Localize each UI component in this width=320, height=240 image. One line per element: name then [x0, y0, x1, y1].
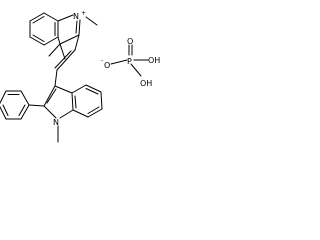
vinyl-linker: [54, 34, 80, 87]
bond: [57, 36, 61, 45]
indolium-nitrogen-label: N: [73, 12, 79, 21]
methyl-bond: [48, 43, 61, 57]
n-methyl-bond: [85, 16, 98, 26]
bond: [54, 69, 58, 87]
bond: [100, 91, 103, 110]
double-bond-inner: [54, 50, 72, 69]
phosphorus-label: P: [127, 57, 132, 66]
indolium-fused-benzene-ring: [29, 12, 59, 46]
indole-fused-benzene-ring: [71, 84, 103, 118]
bond-p-oh: [130, 63, 142, 77]
double-bond-inner: [74, 95, 77, 109]
bond: [43, 85, 56, 107]
chemical-structure-figure: N + N: [0, 0, 174, 178]
phosphate-charge-label: -: [101, 57, 103, 64]
phosphate-hydroxyl-label-top: OH: [148, 56, 160, 65]
bond: [0, 105, 7, 120]
double-bond-inner: [2, 104, 9, 116]
bond: [85, 84, 102, 93]
bond: [71, 92, 74, 111]
bond: [74, 34, 80, 51]
bond: [78, 19, 81, 36]
bond: [59, 109, 74, 119]
bond: [20, 104, 30, 120]
double-bond-inner: [87, 106, 100, 114]
phosphate-anion: [110, 44, 149, 77]
phosphate-double-oxygen-label: O: [127, 37, 133, 46]
bond: [72, 109, 89, 118]
indole-five-ring: [43, 85, 74, 143]
phenyl-ring: [0, 90, 45, 120]
bond-o-p: [110, 59, 128, 65]
bond: [43, 12, 59, 22]
bond: [43, 36, 59, 46]
double-bond-inner: [85, 88, 99, 95]
bond: [71, 84, 87, 94]
bond: [59, 34, 80, 45]
double-bond-c-n: [75, 20, 78, 34]
double-bond-inner: [32, 16, 45, 24]
double-bond-inner: [46, 88, 57, 104]
indolium-charge-label: +: [81, 10, 86, 17]
indolium-five-ring: [48, 14, 98, 60]
bond: [28, 104, 45, 107]
bond: [20, 90, 30, 106]
bond: [43, 105, 57, 119]
phosphate-oxygen-anion-label: O: [104, 61, 110, 70]
bond: [0, 90, 7, 105]
bond: [57, 14, 74, 22]
double-bond-inner: [32, 34, 45, 42]
bond: [29, 36, 45, 46]
double-bond-inner: [18, 104, 26, 116]
phosphate-hydroxyl-label-bottom: OH: [140, 79, 152, 88]
structure-svg: N + N: [0, 10, 160, 143]
methyl-bond: [59, 43, 66, 60]
indole-nitrogen-label: N: [53, 118, 59, 127]
bond: [54, 85, 73, 94]
bond: [87, 108, 103, 118]
bond: [29, 12, 45, 22]
bond: [56, 49, 76, 71]
